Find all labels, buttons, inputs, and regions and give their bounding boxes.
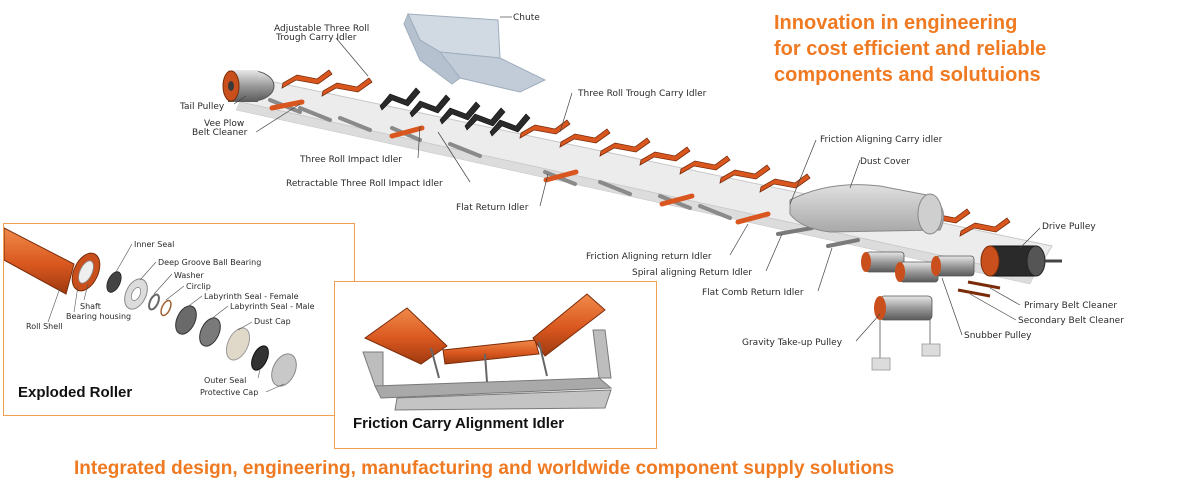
headline: Innovation in engineering for cost effic… [774,10,1046,88]
label-outer-seal: Outer Seal [204,376,247,385]
label-washer: Washer [174,271,204,280]
label-gravity-takeup: Gravity Take-up Pulley [742,338,843,348]
label-dust-cap: Dust Cap [254,317,291,326]
label-tail-pulley: Tail Pulley [180,102,225,112]
label-flat-comb-return: Flat Comb Return Idler [702,288,804,298]
label-snubber-pulley: Snubber Pulley [964,331,1032,341]
label-labyrinth-female: Labyrinth Seal - Female [204,292,299,301]
dust-cover [789,184,945,235]
label-inner-seal: Inner Seal [134,240,175,249]
labyrinth-male [199,317,221,347]
friction-idler-panel: Friction Carry Alignment Idler [334,281,657,449]
label-spiral-aligning-return: Spiral aligning Return Idler [632,268,753,278]
carry-idlers [281,69,1011,237]
circlip [160,299,172,317]
label-three-roll-trough: Three Roll Trough Carry Idler [578,89,707,99]
belt-lower [235,101,1035,285]
label-protective-cap: Protective Cap [200,388,259,397]
label-retractable-impact: Retractable Three Roll Impact Idler [286,179,443,189]
label-flat-return: Flat Return Idler [456,203,529,213]
exploded-roller-panel: Inner Seal Deep Groove Ball Bearing Wash… [3,223,355,416]
headline-line-2: for cost efficient and reliable [774,38,1047,60]
label-dust-cover: Dust Cover [860,157,911,167]
label-adjustable-trough-2: Trough Carry Idler [276,33,357,43]
friction-idler-title: Friction Carry Alignment Idler [353,415,565,432]
exploded-roller-illustration [4,227,297,393]
headline-line-1: Innovation in engineering [774,12,1018,34]
drive-pulley [980,245,1062,277]
tail-pulley [222,70,275,102]
label-adjustable-trough-1: Adjustable Three Roll [274,24,370,34]
label-primary-cleaner: Primary Belt Cleaner [1024,301,1118,311]
label-chute: Chute [513,13,540,23]
comb-return-idlers [776,226,860,248]
label-secondary-cleaner: Secondary Belt Cleaner [1018,316,1124,326]
dust-cap [225,327,251,361]
label-drive-pulley: Drive Pulley [1042,222,1096,232]
label-friction-aligning-carry: Friction Aligning Carry idler [820,135,943,145]
roll-shell [4,227,75,295]
label-vee-plow-2: Belt Cleaner [192,128,248,138]
label-three-roll-impact: Three Roll Impact Idler [300,155,402,165]
washer [148,293,160,311]
label-labyrinth-male: Labyrinth Seal - Male [230,302,315,311]
headline-line-3: components and solutuions [774,64,1041,86]
impact-idlers [379,87,531,137]
label-circlip: Circlip [186,282,211,291]
outer-seal [251,345,269,371]
belt-surface [239,77,1053,277]
label-roll-shell: Roll Shell [26,322,63,331]
leader-lines [233,16,1041,342]
gravity-takeup [871,295,941,371]
snubber-pulleys [861,251,975,283]
return-idlers [269,99,771,225]
label-ball-bearing: Deep Groove Ball Bearing [158,258,262,267]
label-shaft: Shaft [80,302,101,311]
friction-idler-illustration [362,293,613,411]
inner-seal [106,271,122,293]
protective-cap [271,353,297,387]
label-bearing-housing: Bearing housing [66,312,132,321]
label-friction-aligning-return: Friction Aligning return Idler [586,252,712,262]
exploded-roller-title: Exploded Roller [18,384,133,401]
belt-cleaners [957,280,1001,298]
footer-tagline: Integrated design, engineering, manufact… [74,458,895,479]
chute [403,12,547,93]
labyrinth-female [175,305,197,335]
label-vee-plow-1: Vee Plow [204,119,245,129]
